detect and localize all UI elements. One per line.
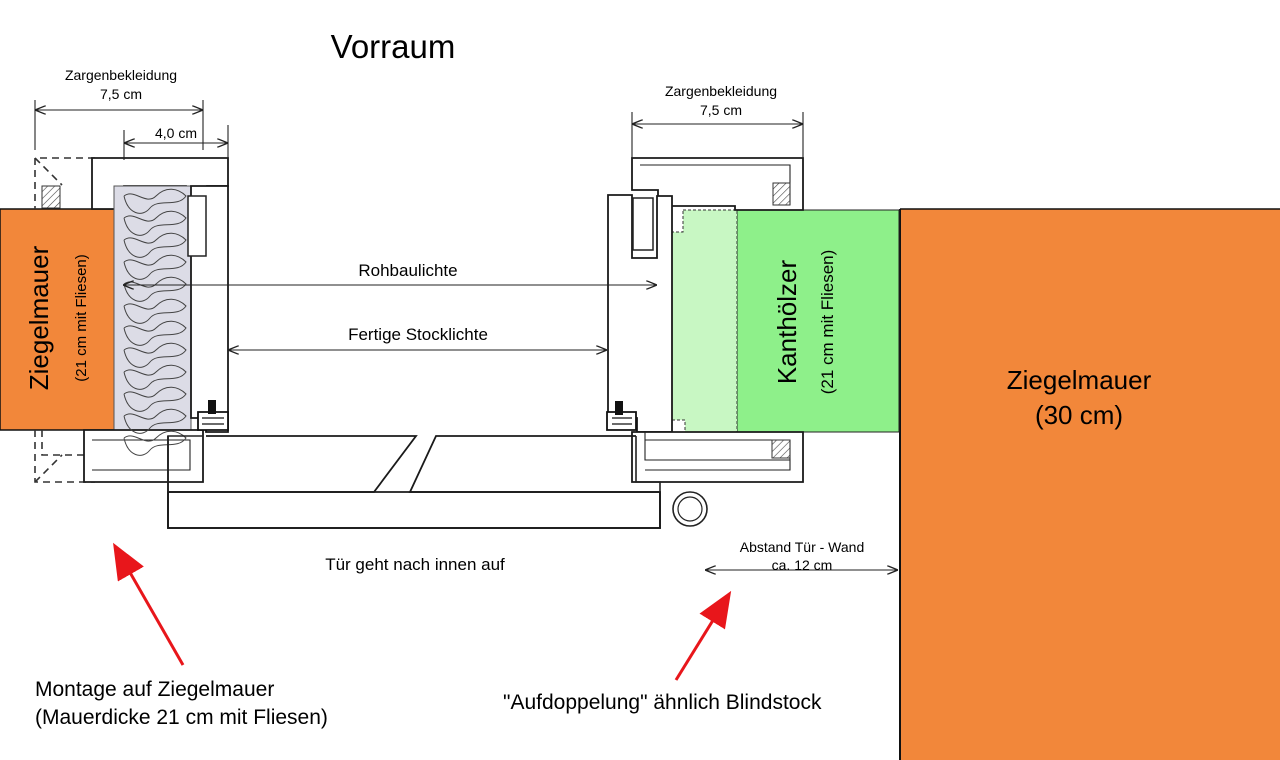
left-wall-sublabel: (21 cm mit Fliesen) (73, 254, 90, 382)
insulation-wave (123, 364, 187, 390)
left-brick-wall (0, 208, 125, 431)
rough-opening-label: Rohbaulichte (358, 261, 457, 280)
right-casing-title: Zargenbekleidung (665, 83, 777, 99)
right-wall-label: Ziegelmauer (1007, 365, 1152, 395)
packing-layer (671, 209, 738, 433)
finished-opening-label: Fertige Stocklichte (348, 325, 488, 344)
dimension-lines (34, 100, 897, 570)
insulation-wave (123, 210, 187, 236)
gap-value: ca. 12 cm (772, 557, 833, 573)
door-swing-note: Tür geht nach innen auf (325, 555, 505, 574)
right-brick-wall (899, 208, 1280, 760)
left-dashed-casing (34, 157, 95, 483)
left-inner-value: 4,0 cm (155, 125, 197, 141)
left-casing-value: 7,5 cm (100, 86, 142, 102)
left-mount-note-line1: Montage auf Ziegelmauer (35, 678, 274, 701)
gap-title: Abstand Tür - Wand (740, 539, 865, 555)
left-casing-title: Zargenbekleidung (65, 67, 177, 83)
diagram-title: Vorraum (331, 28, 456, 65)
door-leaf (167, 435, 661, 529)
right-wall-sublabel: (30 cm) (1035, 400, 1123, 430)
right-mount-note: "Aufdoppelung" ähnlich Blindstock (503, 691, 822, 714)
timber-sublabel: (21 cm mit Fliesen) (818, 250, 837, 395)
right-casing-value: 7,5 cm (700, 102, 742, 118)
insulation-wave (123, 232, 187, 258)
insulation-wave (123, 386, 187, 412)
insulation-wave (123, 342, 187, 368)
left-mount-note-line2: (Mauerdicke 21 cm mit Fliesen) (35, 706, 328, 729)
red-pointer-arrows (113, 542, 732, 681)
insulation-wave (123, 254, 187, 280)
timber-label: Kanthölzer (772, 260, 802, 385)
insulation-wave (123, 430, 187, 456)
insulation-wave (123, 188, 187, 214)
left-wall-label: Ziegelmauer (24, 245, 54, 390)
insulation-wave (123, 320, 187, 346)
right-frame (606, 157, 804, 527)
insulation-wave (123, 298, 187, 324)
insulation-wave (123, 408, 187, 434)
